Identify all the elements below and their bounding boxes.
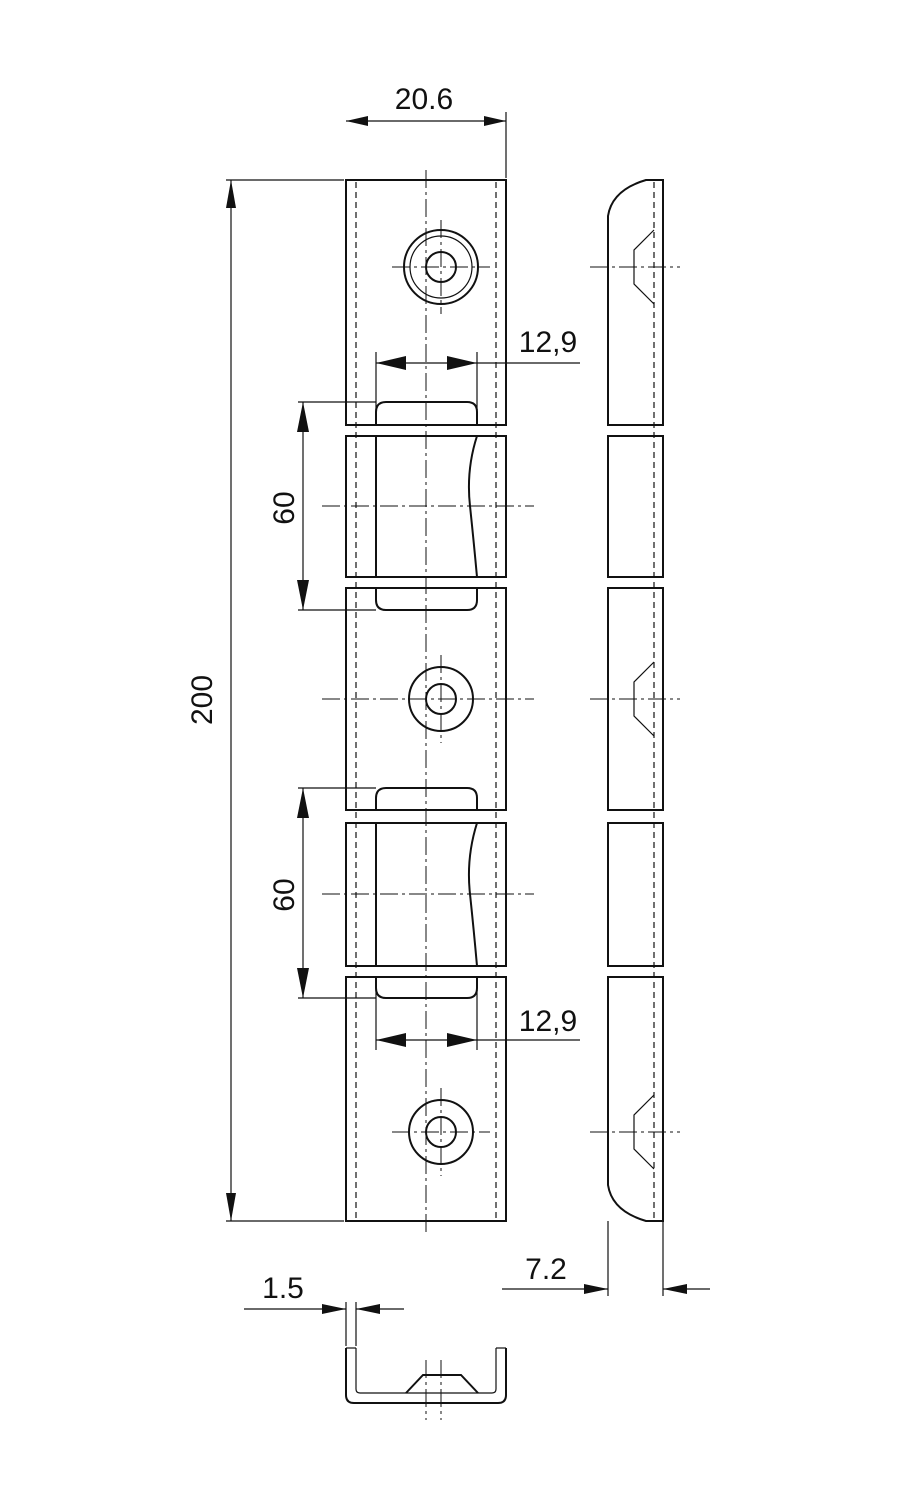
- dim-slot-width-lower: 12,9: [375, 990, 580, 1050]
- dim-slot-spacing-upper-label: 60: [268, 491, 301, 524]
- side-segment-slot-2: [607, 822, 664, 967]
- side-view: [590, 179, 680, 1222]
- dim-slot-width-upper-label: 12,9: [519, 326, 577, 359]
- hole-bottom: [392, 1088, 490, 1176]
- dim-material-thickness: 1.5: [244, 1272, 404, 1346]
- dim-slot-spacing-lower: 60: [268, 787, 376, 999]
- slot-upper: [322, 401, 534, 611]
- dim-side-thickness-label: 7.2: [525, 1253, 567, 1286]
- side-segment-bottom: [607, 976, 664, 1222]
- side-segment-slot-1: [607, 435, 664, 578]
- dim-slot-width-upper: 12,9: [375, 326, 580, 410]
- dim-overall-length: 200: [186, 179, 344, 1222]
- side-segment-top: [607, 179, 664, 426]
- dim-material-thickness-label: 1.5: [262, 1272, 304, 1305]
- dim-slot-width-lower-label: 12,9: [519, 1005, 577, 1038]
- dim-width-top-label: 20.6: [395, 83, 453, 116]
- dim-slot-spacing-upper: 60: [268, 401, 376, 611]
- dim-slot-spacing-lower-label: 60: [268, 878, 301, 911]
- end-view: [345, 1347, 507, 1420]
- dim-overall-length-label: 200: [186, 675, 219, 725]
- dim-side-thickness: 7.2: [502, 1221, 710, 1296]
- front-view: [322, 170, 534, 1232]
- dim-width-top: 20.6: [346, 83, 507, 178]
- hole-top: [392, 220, 490, 314]
- hole-middle: [322, 655, 534, 743]
